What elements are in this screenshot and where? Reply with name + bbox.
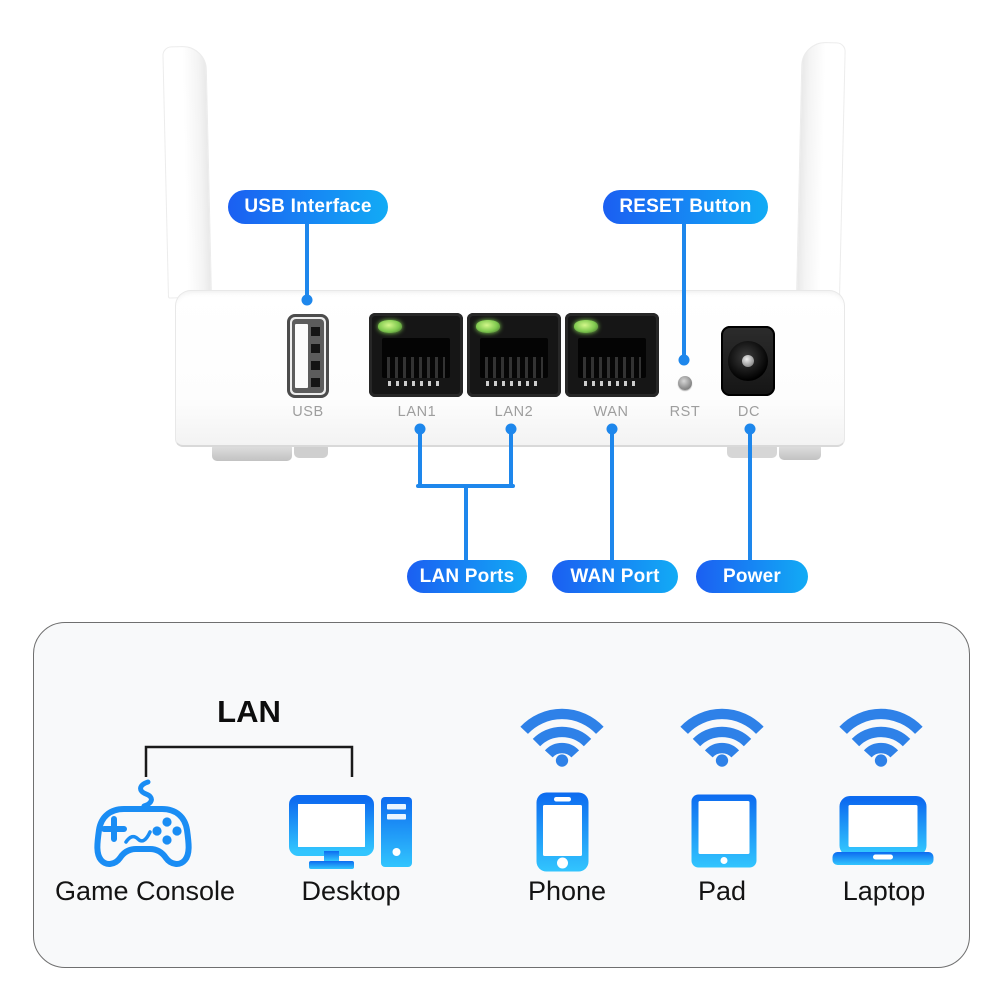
device-label-pad: Pad bbox=[697, 876, 747, 906]
wan-port-callout: WAN Port bbox=[552, 560, 678, 593]
devices-panel bbox=[33, 622, 970, 968]
desktop-icon bbox=[289, 795, 414, 874]
ethernet-port-wan bbox=[565, 313, 659, 397]
usb-port-cavity bbox=[292, 319, 324, 393]
game-console-icon bbox=[88, 779, 198, 874]
router-foot bbox=[294, 446, 328, 458]
wifi-icon bbox=[831, 700, 931, 775]
lan-ports-callout: LAN Ports bbox=[407, 560, 527, 593]
device-label-desktop: Desktop bbox=[301, 876, 401, 906]
router-antenna-left-icon bbox=[162, 45, 212, 299]
rj45-teeth bbox=[583, 357, 641, 378]
port-led bbox=[476, 320, 500, 333]
port-label-wan: WAN bbox=[593, 404, 629, 420]
port-label-usb: USB bbox=[292, 404, 324, 420]
router-foot bbox=[212, 446, 292, 461]
dc-power-jack bbox=[721, 326, 775, 396]
device-label-laptop: Laptop bbox=[842, 876, 926, 906]
router-antenna-right-icon bbox=[796, 41, 846, 299]
wifi-icon bbox=[672, 700, 772, 775]
usb-port-contacts bbox=[311, 327, 320, 387]
lan-group-title: LAN bbox=[217, 694, 281, 729]
rj45-teeth bbox=[485, 357, 543, 378]
port-led bbox=[378, 320, 402, 333]
usb-port-tongue bbox=[295, 324, 308, 388]
ethernet-port-lan2 bbox=[467, 313, 561, 397]
port-label-lan1: LAN1 bbox=[397, 404, 437, 420]
rj45-pins bbox=[584, 381, 640, 386]
reset-button-callout: RESET Button bbox=[603, 190, 768, 224]
usb-interface-callout: USB Interface bbox=[228, 190, 388, 224]
dc-jack-hole bbox=[728, 341, 768, 381]
laptop-icon bbox=[832, 796, 934, 872]
rj45-pins bbox=[486, 381, 542, 386]
port-label-lan2: LAN2 bbox=[494, 404, 534, 420]
reset-pinhole-button bbox=[678, 376, 692, 390]
router-body: USB LAN1 LAN2 WAN RST DC bbox=[175, 290, 845, 447]
port-led bbox=[574, 320, 598, 333]
device-label-game-console: Game Console bbox=[54, 876, 236, 906]
router-foot bbox=[727, 446, 777, 458]
phone-icon bbox=[536, 792, 589, 877]
ethernet-port-lan1 bbox=[369, 313, 463, 397]
port-label-dc: DC bbox=[737, 404, 761, 420]
router-illustration: USB LAN1 LAN2 WAN RST DC USB Interface R… bbox=[162, 41, 846, 593]
rj45-pins bbox=[388, 381, 444, 386]
pad-icon bbox=[691, 794, 757, 873]
router-foot bbox=[779, 446, 821, 460]
device-label-phone: Phone bbox=[527, 876, 607, 906]
port-label-rst: RST bbox=[669, 404, 701, 420]
power-callout: Power bbox=[696, 560, 808, 593]
usb-port bbox=[287, 314, 329, 398]
dc-jack-pin bbox=[742, 355, 754, 367]
rj45-teeth bbox=[387, 357, 445, 378]
wifi-icon bbox=[512, 700, 612, 775]
